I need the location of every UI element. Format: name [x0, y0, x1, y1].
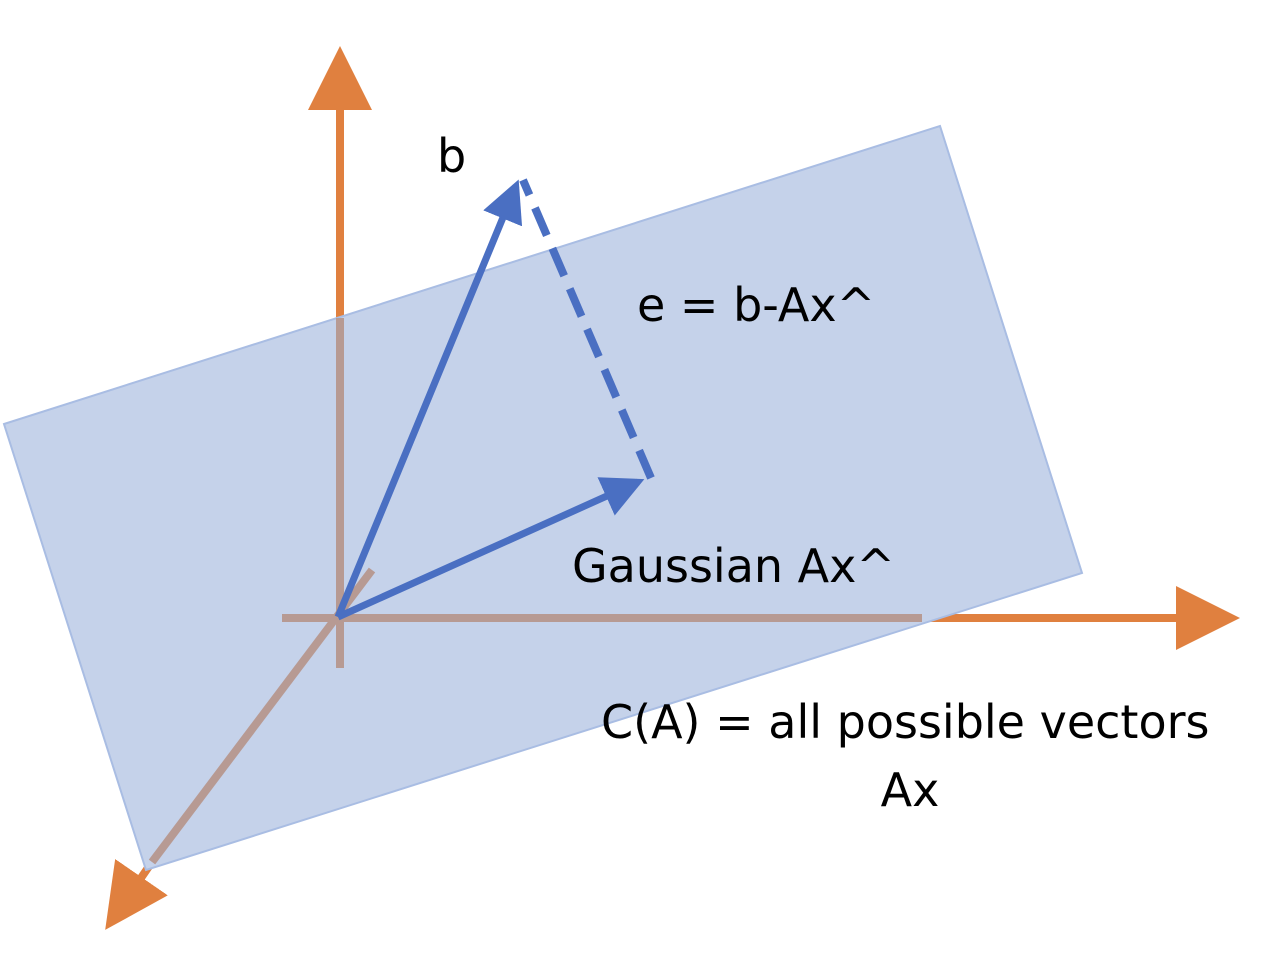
depth-axis-behind-plane: [148, 567, 376, 865]
vector-ax-hat: [336, 477, 645, 621]
label-projection: Gaussian Ax^: [572, 539, 895, 593]
label-column-space-line2: Ax: [881, 763, 940, 817]
depth-axis: [105, 859, 168, 930]
label-column-space-line1: C(A) = all possible vectors: [601, 695, 1209, 749]
error-vector-e: [519, 178, 655, 480]
column-space-plane: [2, 124, 1084, 872]
label-error: e = b-Ax^: [637, 278, 875, 332]
label-b: b: [437, 129, 466, 183]
vector-b: [334, 179, 523, 619]
